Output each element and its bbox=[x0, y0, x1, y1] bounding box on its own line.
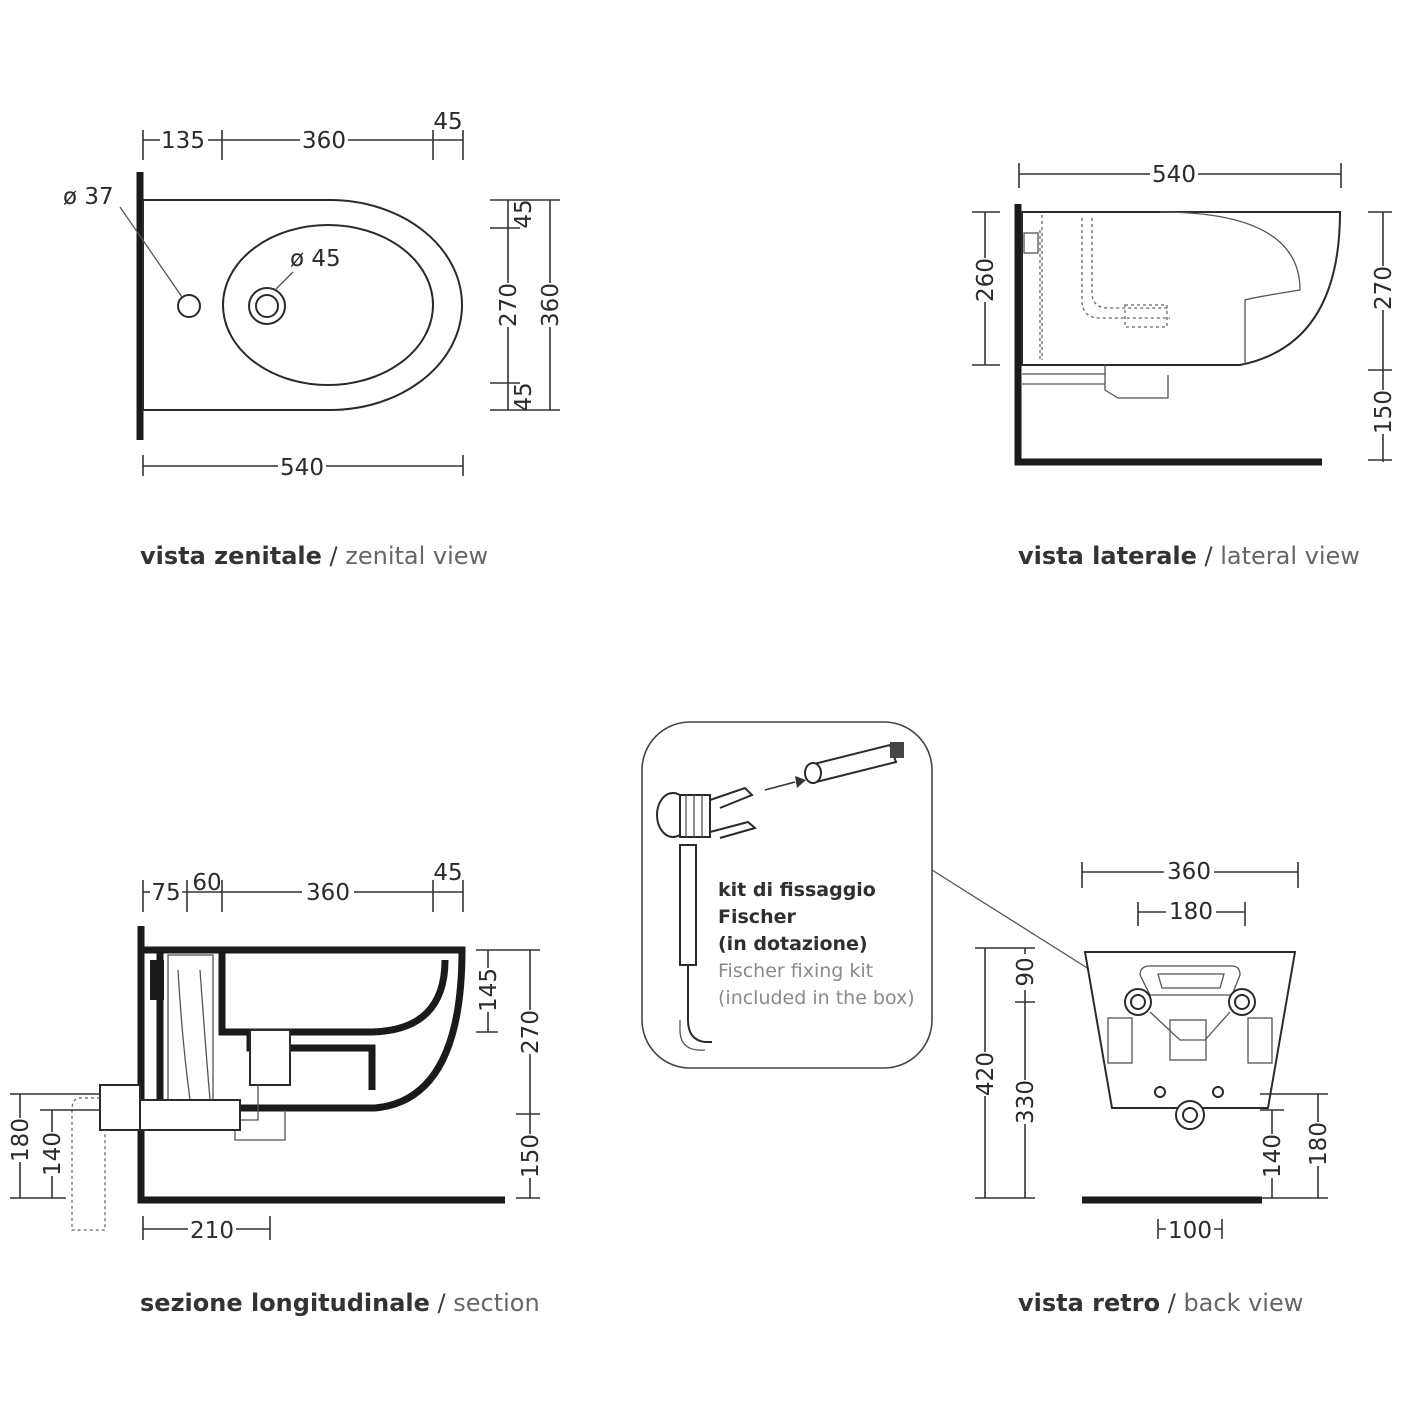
lateral-view: 540 260 270 150 vista laterale / lateral… bbox=[972, 159, 1397, 570]
dim-top-360: 360 bbox=[1167, 859, 1211, 885]
dim-left-260: 260 bbox=[973, 258, 999, 302]
dim-top-45: 45 bbox=[433, 109, 462, 135]
dim-top-180: 180 bbox=[1169, 899, 1213, 925]
dim-left-420: 420 bbox=[973, 1052, 999, 1096]
dim-top-540: 540 bbox=[1152, 162, 1196, 188]
dim-bottom-540: 540 bbox=[280, 455, 324, 481]
dim-right-270: 270 bbox=[1371, 266, 1397, 310]
arrow-icon bbox=[764, 776, 806, 791]
dim-right-45-top: 45 bbox=[511, 199, 537, 228]
dim-top-360: 360 bbox=[306, 880, 350, 906]
dim-bottom-210: 210 bbox=[190, 1218, 234, 1244]
screw-icon bbox=[804, 742, 904, 784]
dim-left-330: 330 bbox=[1013, 1080, 1039, 1124]
dim-right-270: 270 bbox=[496, 283, 522, 327]
kit-frame bbox=[641, 721, 933, 1069]
dim-hole-big: ø 45 bbox=[290, 246, 341, 272]
dim-top-75: 75 bbox=[151, 880, 180, 906]
wall-floor-line bbox=[137, 926, 505, 1204]
caption-back: vista retro / back view bbox=[1018, 1289, 1303, 1317]
back-view: 360 180 90 420 330 140 180 100 vi bbox=[972, 857, 1332, 1317]
caption-lateral: vista laterale / lateral view bbox=[1018, 542, 1360, 570]
back-outline bbox=[1083, 951, 1297, 1109]
anchor-icon bbox=[656, 786, 758, 1051]
dim-right-150: 150 bbox=[518, 1134, 544, 1178]
dim-bottom-100: 100 bbox=[1168, 1218, 1212, 1244]
dim-right-150: 150 bbox=[1371, 390, 1397, 434]
bowl-outline bbox=[222, 224, 434, 386]
dim-top-45: 45 bbox=[433, 860, 462, 886]
dim-top-60: 60 bbox=[192, 870, 221, 896]
tap-hole bbox=[177, 294, 201, 318]
bidet-side-outline bbox=[1021, 211, 1342, 366]
dim-top-360: 360 bbox=[302, 128, 346, 154]
waste-valve bbox=[249, 1029, 291, 1086]
wall-floor-line bbox=[1014, 204, 1322, 466]
dim-top-135: 135 bbox=[161, 128, 205, 154]
drain-pipe bbox=[71, 1097, 106, 1231]
dim-left-140: 140 bbox=[40, 1132, 66, 1176]
caption-zenital: vista zenitale / zenital view bbox=[140, 542, 488, 570]
dim-right-270: 270 bbox=[518, 1010, 544, 1054]
dim-right-145: 145 bbox=[476, 968, 502, 1012]
dim-left-180: 180 bbox=[8, 1118, 34, 1162]
caption-section: sezione longitudinale / section bbox=[140, 1289, 540, 1317]
fixing-kit-callout: kit di fissaggio Fischer (in dotazione) … bbox=[641, 721, 1131, 1069]
dim-right-140: 140 bbox=[1260, 1134, 1286, 1178]
section-view: 75 60 360 45 145 270 150 180 140 210 sez bbox=[8, 860, 544, 1317]
kit-label: kit di fissaggio Fischer (in dotazione) … bbox=[718, 879, 915, 1009]
zenital-view: ø 37 ø 45 135 360 45 540 45 270 45 360 v… bbox=[63, 109, 564, 570]
dim-right-180: 180 bbox=[1306, 1122, 1332, 1166]
dim-hole-small: ø 37 bbox=[63, 184, 114, 210]
dim-right-360: 360 bbox=[538, 283, 564, 327]
trap-pipe bbox=[139, 1099, 241, 1131]
dim-right-45-bottom: 45 bbox=[511, 382, 537, 411]
dim-left-90: 90 bbox=[1013, 957, 1039, 986]
